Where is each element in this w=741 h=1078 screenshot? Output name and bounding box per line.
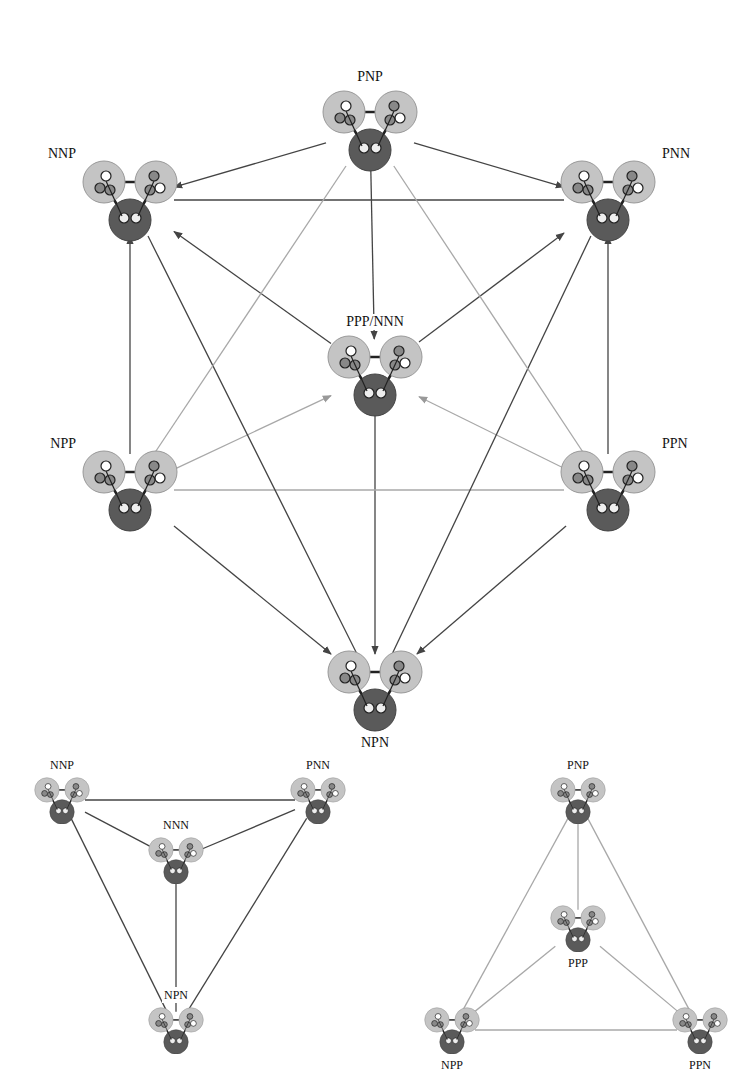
molecule-node: PNP <box>549 776 607 825</box>
connector <box>85 812 153 848</box>
connector <box>129 236 130 454</box>
molecule-glyph <box>320 88 420 172</box>
node-label: NPP <box>439 1057 465 1073</box>
molecule-node: NPP <box>423 1006 481 1055</box>
molecule-glyph <box>325 333 425 417</box>
connector <box>174 143 326 187</box>
molecule-glyph <box>80 448 180 532</box>
molecule-node: PPP/NNN <box>325 333 425 417</box>
connector <box>475 946 556 1011</box>
molecule-node: NNP <box>33 776 91 825</box>
node-label: NPN <box>162 987 190 1003</box>
node-label: NNP <box>48 757 76 773</box>
connector <box>419 233 564 342</box>
molecule-node: NPN <box>325 648 425 732</box>
node-label: NNN <box>161 817 191 833</box>
connector <box>148 236 357 654</box>
molecule-glyph <box>549 904 607 953</box>
connector <box>174 526 331 654</box>
node-label: PPN <box>660 436 690 452</box>
connector <box>85 799 295 800</box>
connector <box>475 1029 677 1030</box>
molecule-glyph <box>289 776 347 825</box>
node-label: PNP <box>355 69 385 85</box>
molecule-glyph <box>558 448 658 532</box>
connector <box>600 946 678 1011</box>
molecule-glyph <box>549 776 607 825</box>
connector <box>394 166 584 454</box>
connector <box>174 396 331 470</box>
connector <box>374 411 375 654</box>
node-label: PNN <box>660 146 692 162</box>
molecule-node: NNP <box>80 158 180 242</box>
connector <box>154 166 346 454</box>
node-label: NNP <box>46 146 78 162</box>
molecule-glyph <box>147 1006 205 1055</box>
molecule-node: NNN <box>147 836 205 885</box>
molecule-glyph <box>558 158 658 242</box>
node-label: PNN <box>304 757 332 773</box>
molecule-node: NPP <box>80 448 180 532</box>
molecule-node: PNN <box>558 158 658 242</box>
molecule-node: PPP <box>549 904 607 953</box>
molecule-node: NPN <box>147 1006 205 1055</box>
connector <box>174 489 564 490</box>
molecule-node: PPN <box>558 448 658 532</box>
connector <box>577 818 578 909</box>
molecule-glyph <box>325 648 425 732</box>
molecule-glyph <box>80 158 180 242</box>
connector <box>419 397 564 469</box>
connector <box>174 231 331 343</box>
connector <box>199 810 295 851</box>
node-label: PPP <box>566 955 590 971</box>
molecule-node: PNP <box>320 88 420 172</box>
connector <box>607 236 608 454</box>
connector <box>417 526 566 654</box>
node-label: PNP <box>565 757 591 773</box>
molecule-node: PPN <box>671 1006 729 1055</box>
molecule-glyph <box>147 836 205 885</box>
connector <box>414 143 564 187</box>
connector <box>392 236 591 654</box>
molecule-glyph <box>33 776 91 825</box>
node-label: PPP/NNN <box>344 314 406 330</box>
node-label: NPN <box>359 735 391 751</box>
node-label: PPN <box>687 1057 713 1073</box>
molecule-glyph <box>671 1006 729 1055</box>
node-label: NPP <box>48 436 78 452</box>
molecule-glyph <box>423 1006 481 1055</box>
molecule-node: PNN <box>289 776 347 825</box>
connector <box>174 199 564 200</box>
